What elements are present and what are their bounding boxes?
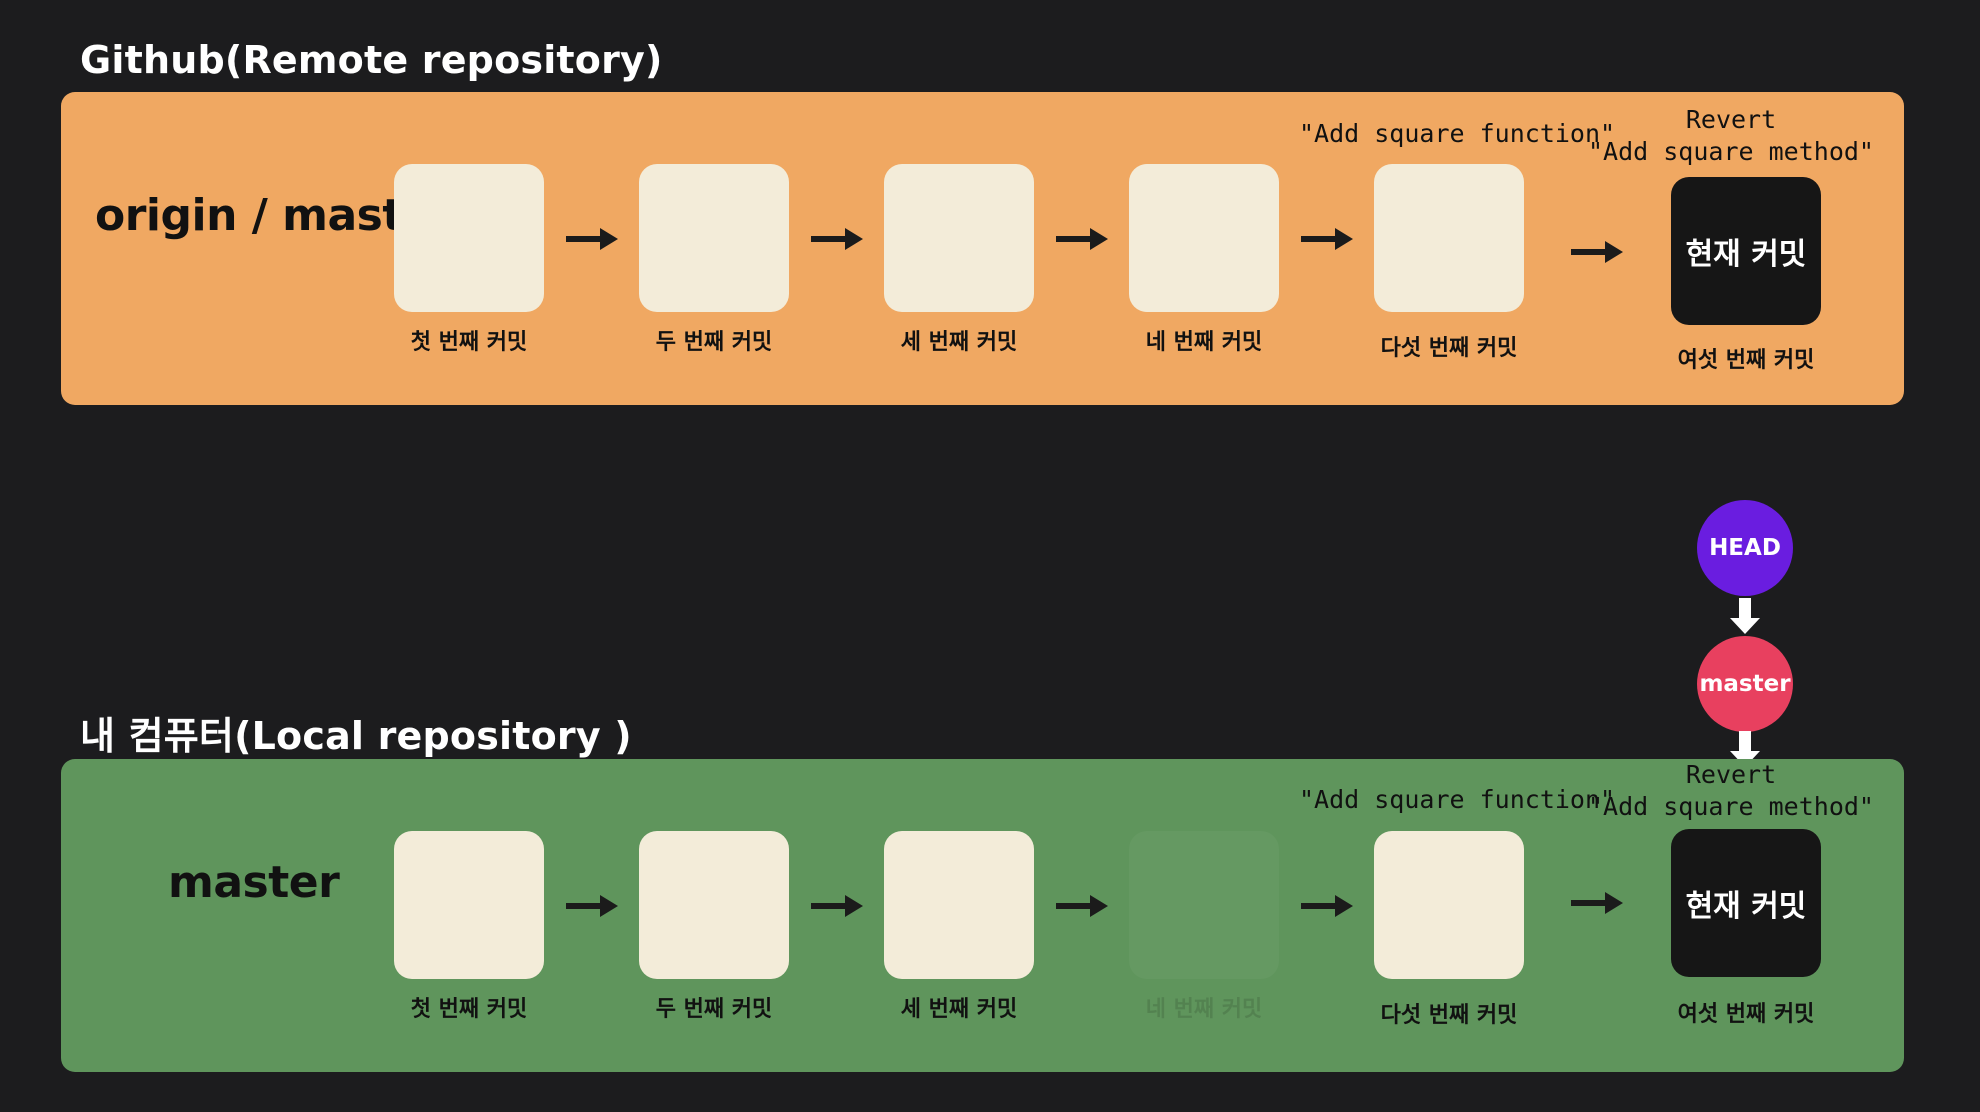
local-commit-5 bbox=[1374, 831, 1524, 979]
remote-commit-2 bbox=[639, 164, 789, 312]
arrow-right-icon bbox=[811, 228, 863, 250]
remote-repository-panel: origin / master 첫 번째 커밋 두 번째 커밋 세 번째 커밋 … bbox=[61, 92, 1904, 405]
remote-commit-6-message-line2: "Add square method" bbox=[1588, 137, 1874, 166]
head-pointer: HEAD bbox=[1697, 500, 1793, 596]
local-repository-panel: master 첫 번째 커밋 두 번째 커밋 세 번째 커밋 네 번째 커밋 "… bbox=[61, 759, 1904, 1072]
local-current-commit: 현재 커밋 bbox=[1671, 829, 1821, 977]
local-commit-6-message-line1: Revert bbox=[1685, 760, 1777, 789]
local-branch-label: master bbox=[168, 857, 340, 908]
arrow-right-icon bbox=[1571, 892, 1623, 914]
local-commit-2 bbox=[639, 831, 789, 979]
remote-commit-5 bbox=[1374, 164, 1524, 312]
remote-section-title: Github(Remote repository) bbox=[80, 38, 663, 82]
arrow-down-icon bbox=[1730, 731, 1760, 767]
local-section-title: 내 컴퓨터(Local repository ) bbox=[80, 714, 632, 758]
arrow-right-icon bbox=[1056, 228, 1108, 250]
remote-commit-6-caption: 여섯 번째 커밋 bbox=[1677, 348, 1815, 373]
master-pointer: master bbox=[1697, 636, 1793, 732]
arrow-right-icon bbox=[1056, 895, 1108, 917]
arrow-right-icon bbox=[1301, 895, 1353, 917]
remote-commit-1-caption: 첫 번째 커밋 bbox=[410, 330, 528, 355]
remote-commit-4 bbox=[1129, 164, 1279, 312]
remote-commit-5-caption: 다섯 번째 커밋 bbox=[1380, 336, 1518, 361]
local-commit-4-reverted bbox=[1129, 831, 1279, 979]
local-commit-1 bbox=[394, 831, 544, 979]
remote-commit-1 bbox=[394, 164, 544, 312]
arrow-right-icon bbox=[1571, 241, 1623, 263]
arrow-right-icon bbox=[566, 895, 618, 917]
remote-commit-3 bbox=[884, 164, 1034, 312]
local-commit-5-caption: 다섯 번째 커밋 bbox=[1380, 1003, 1518, 1028]
remote-commit-3-caption: 세 번째 커밋 bbox=[900, 330, 1018, 355]
local-commit-6-message-line2: "Add square method" bbox=[1588, 792, 1874, 821]
local-commit-5-message: "Add square function" bbox=[1299, 785, 1616, 814]
local-commit-3 bbox=[884, 831, 1034, 979]
local-commit-3-caption: 세 번째 커밋 bbox=[900, 997, 1018, 1022]
local-commit-4-caption: 네 번째 커밋 bbox=[1145, 997, 1263, 1022]
arrow-right-icon bbox=[811, 895, 863, 917]
local-commit-2-caption: 두 번째 커밋 bbox=[655, 997, 773, 1022]
remote-commit-6-message-line1: Revert bbox=[1685, 105, 1777, 134]
local-commit-6-caption: 여섯 번째 커밋 bbox=[1677, 1002, 1815, 1027]
remote-commit-4-caption: 네 번째 커밋 bbox=[1145, 330, 1263, 355]
arrow-right-icon bbox=[1301, 228, 1353, 250]
local-commit-1-caption: 첫 번째 커밋 bbox=[410, 997, 528, 1022]
remote-current-commit: 현재 커밋 bbox=[1671, 177, 1821, 325]
arrow-right-icon bbox=[566, 228, 618, 250]
remote-commit-5-message: "Add square function" bbox=[1299, 119, 1616, 148]
arrow-down-icon bbox=[1730, 598, 1760, 634]
remote-commit-2-caption: 두 번째 커밋 bbox=[655, 330, 773, 355]
